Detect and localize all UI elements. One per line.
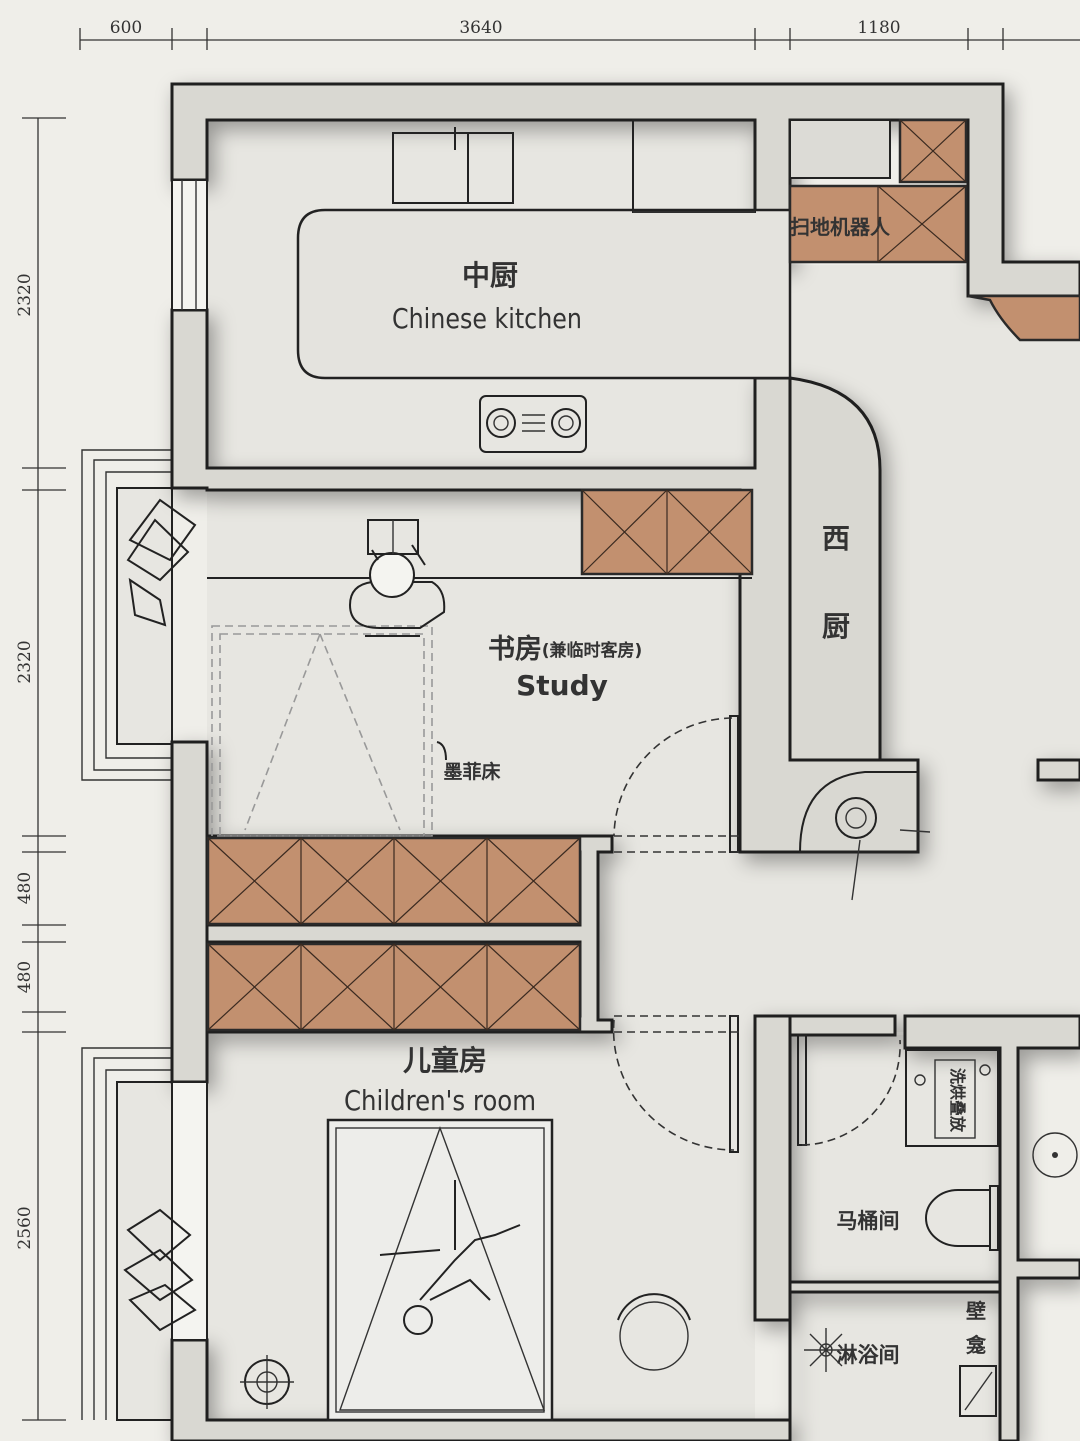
left-dimensions: 2320 2320 480 480 2560 <box>15 117 66 1421</box>
person-reading-icon <box>348 519 446 637</box>
window-glass <box>171 179 208 1341</box>
top-dimensions: 600 3640 1180 <box>79 18 1080 50</box>
kitchen-label-en: Chinese kitchen <box>392 302 582 335</box>
bathroom-fixtures <box>804 1049 1078 1417</box>
dim-top-1: 600 <box>110 18 142 38</box>
floor-areas <box>207 120 1080 1441</box>
closet-row-2 <box>206 942 582 1032</box>
western-kitchen-label-1: 西 <box>822 522 850 555</box>
dim-left-1: 2320 <box>15 273 35 316</box>
study-cabinet <box>207 488 754 579</box>
dim-top-3: 1180 <box>857 18 900 38</box>
shower-room-label: 淋浴间 <box>837 1343 900 1367</box>
doors <box>612 715 901 1153</box>
sleeping-person-icon <box>379 1180 521 1335</box>
dim-left-2: 2320 <box>15 640 35 683</box>
robot-vacuum-label: 扫地机器人 <box>790 215 891 239</box>
niche-label-2: 龛 <box>966 1333 987 1357</box>
stove-icon <box>479 395 587 453</box>
washer-dryer-label: 洗烘叠放 <box>948 1068 967 1133</box>
shower-head-icon <box>804 1328 848 1372</box>
toilet-room-label: 马桶间 <box>837 1209 900 1233</box>
robot-vacuum-cabinet <box>788 118 1080 342</box>
study-label-note: (兼临时客房) <box>542 640 643 661</box>
kitchen-fixtures <box>296 119 792 453</box>
niche-label-1: 壁 <box>966 1299 986 1323</box>
bay-windows <box>81 449 173 1421</box>
dim-top-2: 3640 <box>459 18 502 38</box>
murphy-bed <box>211 625 447 837</box>
dim-left-3: 480 <box>15 872 35 904</box>
kitchen-label-cn: 中厨 <box>462 259 518 292</box>
study-label-cn: 书房 <box>488 634 542 665</box>
walls <box>170 82 1080 1441</box>
children-room-label-cn: 儿童房 <box>403 1044 487 1077</box>
study-label-en: Study <box>516 669 608 702</box>
closet-row-1 <box>206 836 582 926</box>
childrens-bed <box>326 1118 691 1422</box>
western-kitchen-label-2: 厨 <box>822 610 850 643</box>
bay-cushions <box>123 498 197 1332</box>
children-room-label-en: Children's room <box>344 1084 536 1117</box>
murphy-bed-label: 墨菲床 <box>443 760 500 783</box>
dim-left-4: 480 <box>15 961 35 993</box>
fixtures-misc <box>240 771 931 1409</box>
dim-left-5: 2560 <box>15 1206 35 1249</box>
